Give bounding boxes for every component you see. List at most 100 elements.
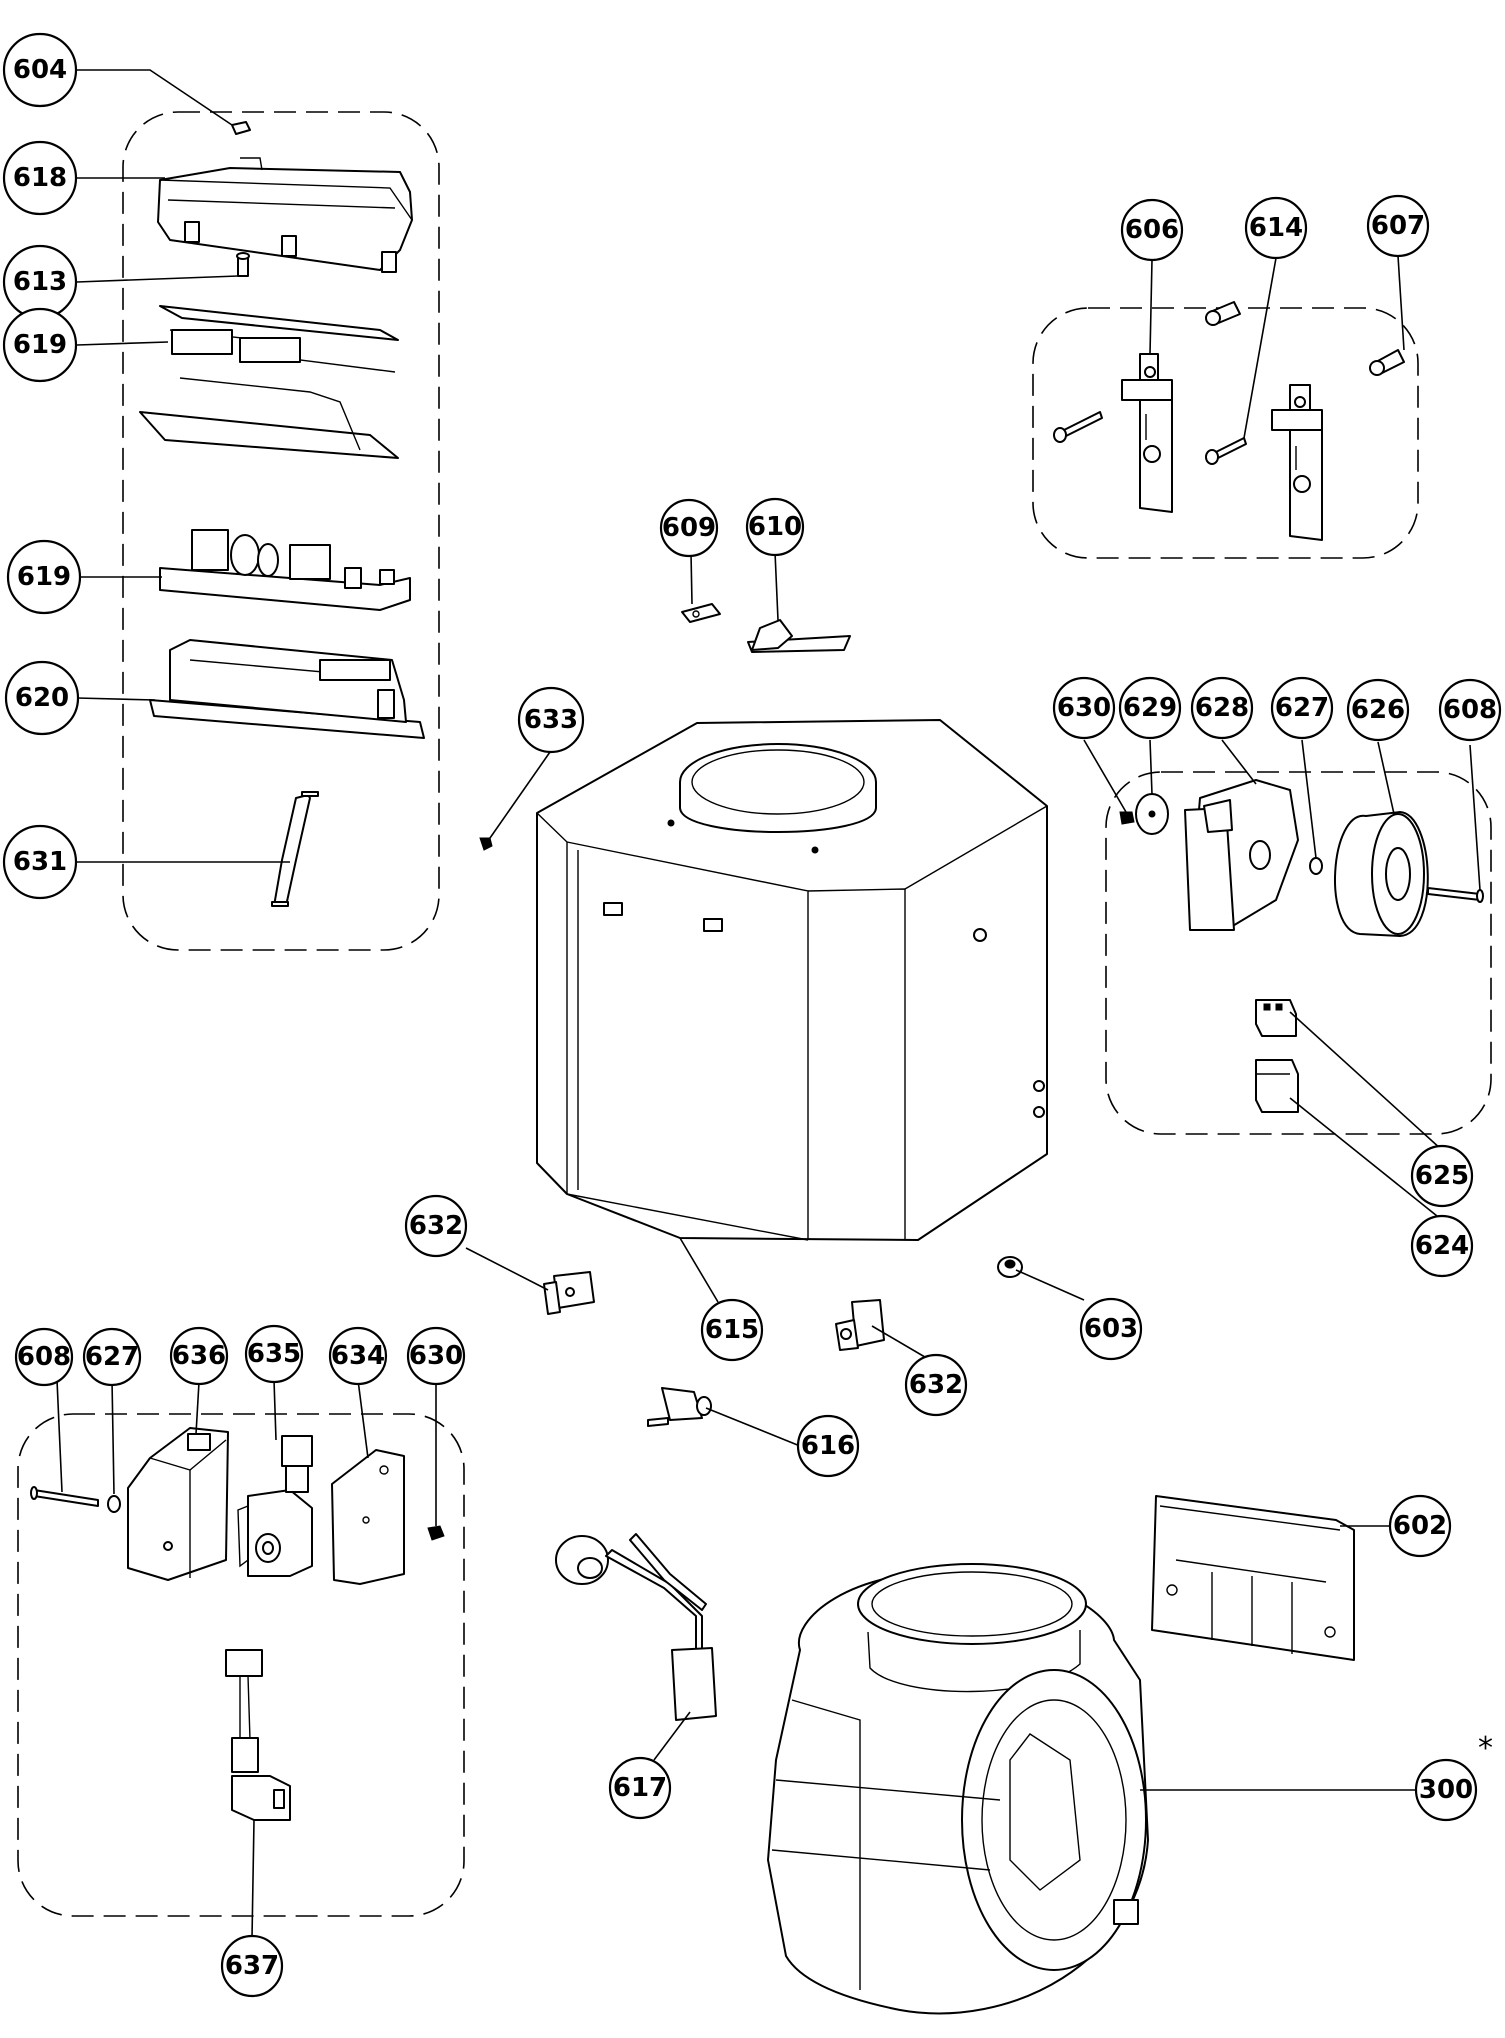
part-300-blower-assembly xyxy=(767,1563,1149,2015)
callout-628: 628 xyxy=(1190,676,1254,740)
part-637-wire-harness xyxy=(225,1649,291,1821)
part-624-connector xyxy=(1255,1059,1299,1113)
part-619-cover-plate xyxy=(139,305,399,459)
callout-620: 620 xyxy=(4,660,80,736)
callout-627-b: 627 xyxy=(82,1327,142,1387)
svg-text:613: 613 xyxy=(13,267,67,297)
control-board-group-box xyxy=(122,111,440,951)
svg-text:628: 628 xyxy=(1195,693,1249,723)
svg-text:633: 633 xyxy=(524,705,578,735)
part-610-damper-flap xyxy=(747,619,851,653)
bracket-group-box xyxy=(1032,307,1419,559)
svg-text:614: 614 xyxy=(1249,213,1303,243)
part-607-anchors xyxy=(1205,301,1405,376)
callout-629: 629 xyxy=(1118,676,1182,740)
part-634-gasket-plate xyxy=(331,1449,405,1585)
callout-606: 606 xyxy=(1120,198,1184,262)
callout-636: 636 xyxy=(169,1326,229,1386)
part-633-screw xyxy=(479,837,493,851)
part-619-circuit-board xyxy=(159,529,411,611)
part-620-board-tray xyxy=(149,639,425,739)
callout-630-b: 630 xyxy=(406,1326,466,1386)
svg-text:630: 630 xyxy=(1057,693,1111,723)
leader-lines xyxy=(56,69,1481,1939)
part-613-pin xyxy=(236,252,250,277)
callout-615: 615 xyxy=(700,1298,764,1362)
svg-text:603: 603 xyxy=(1084,1314,1138,1344)
part-608-bolt-lower xyxy=(30,1486,99,1507)
callout-608-b: 608 xyxy=(14,1327,74,1387)
callout-607: 607 xyxy=(1366,194,1430,258)
part-631-ribbon-cable xyxy=(271,791,319,907)
part-614-screws xyxy=(1053,411,1247,465)
svg-text:627: 627 xyxy=(85,1342,139,1372)
note-asterisk: * xyxy=(1478,1731,1493,1766)
svg-text:619: 619 xyxy=(17,562,71,592)
part-632-bracket-left xyxy=(543,1271,595,1315)
svg-text:604: 604 xyxy=(13,55,67,85)
callout-614: 614 xyxy=(1244,196,1308,260)
callout-630-a: 630 xyxy=(1052,676,1116,740)
part-627-nut-lower xyxy=(107,1495,121,1513)
svg-text:626: 626 xyxy=(1351,695,1405,725)
part-604-clip xyxy=(231,121,251,135)
callout-603: 603 xyxy=(1079,1297,1143,1361)
part-615-main-housing xyxy=(536,719,1048,1241)
part-630-screw-lower xyxy=(427,1525,445,1541)
callout-604: 604 xyxy=(2,32,78,108)
svg-text:609: 609 xyxy=(662,513,716,543)
svg-text:616: 616 xyxy=(801,1431,855,1461)
callout-632-b: 632 xyxy=(904,1353,968,1417)
part-603-grommet xyxy=(997,1256,1023,1278)
callout-634: 634 xyxy=(328,1326,388,1386)
callout-608-a: 608 xyxy=(1438,678,1502,742)
motor-group-box xyxy=(1105,771,1492,1135)
part-630-screw xyxy=(1119,811,1135,825)
callout-632-a: 632 xyxy=(404,1194,468,1258)
part-627-nut xyxy=(1309,857,1323,875)
callout-617: 617 xyxy=(608,1756,672,1820)
part-617-power-cord xyxy=(555,1533,717,1721)
svg-text:300: 300 xyxy=(1419,1775,1473,1805)
part-635-solenoid-valve xyxy=(237,1435,313,1577)
svg-text:620: 620 xyxy=(15,683,69,713)
callout-602: 602 xyxy=(1388,1494,1452,1558)
callout-635: 635 xyxy=(244,1324,304,1384)
svg-text:625: 625 xyxy=(1415,1161,1469,1191)
callout-613: 613 xyxy=(2,244,78,320)
svg-text:615: 615 xyxy=(705,1315,759,1345)
callout-618: 618 xyxy=(2,140,78,216)
part-606-mounting-bracket-right xyxy=(1271,384,1323,541)
part-636-valve-cover xyxy=(127,1427,229,1581)
svg-text:610: 610 xyxy=(748,512,802,542)
part-618-control-housing xyxy=(157,157,413,273)
part-602-motor-plate xyxy=(1151,1495,1355,1661)
callout-631: 631 xyxy=(2,824,78,900)
svg-text:636: 636 xyxy=(172,1341,226,1371)
callout-637: 637 xyxy=(220,1934,284,1998)
callout-619-b: 619 xyxy=(6,539,82,615)
callout-633: 633 xyxy=(517,686,585,754)
callout-610: 610 xyxy=(745,497,805,557)
callout-619-a: 619 xyxy=(2,307,78,383)
svg-text:637: 637 xyxy=(225,1951,279,1981)
svg-text:608: 608 xyxy=(17,1342,71,1372)
part-632-bracket-right xyxy=(835,1299,885,1351)
part-625-connector xyxy=(1255,999,1297,1037)
callout-627-a: 627 xyxy=(1270,676,1334,740)
svg-text:631: 631 xyxy=(13,847,67,877)
svg-text:618: 618 xyxy=(13,163,67,193)
valve-group-box xyxy=(17,1413,465,1917)
callout-624: 624 xyxy=(1410,1214,1474,1278)
svg-text:634: 634 xyxy=(331,1341,385,1371)
svg-text:630: 630 xyxy=(409,1341,463,1371)
svg-text:619: 619 xyxy=(13,330,67,360)
svg-text:607: 607 xyxy=(1371,211,1425,241)
part-609-gasket xyxy=(681,603,721,623)
callout-300: 300 xyxy=(1414,1758,1478,1822)
svg-text:632: 632 xyxy=(409,1211,463,1241)
callout-616: 616 xyxy=(796,1414,860,1478)
callout-609: 609 xyxy=(659,498,719,558)
part-629-washer xyxy=(1135,793,1169,835)
